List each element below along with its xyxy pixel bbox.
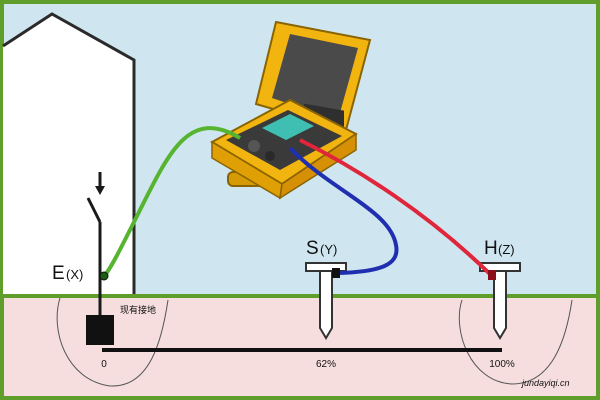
green-lead xyxy=(102,126,242,278)
scale-start-label: 0 xyxy=(101,359,107,370)
s-clip xyxy=(332,268,340,278)
s-electrode-icon xyxy=(305,262,347,340)
e-clip xyxy=(99,271,109,281)
label-existing-ground: 现有接地 xyxy=(120,304,156,315)
switch-icon xyxy=(86,172,105,318)
blue-lead xyxy=(288,146,399,275)
label-s-sub: (Y) xyxy=(320,242,337,257)
influence-zone-right xyxy=(458,299,573,385)
h-electrode-icon xyxy=(479,262,521,340)
label-h-sub: (Z) xyxy=(498,242,515,257)
existing-ground-block xyxy=(86,315,114,345)
label-h: H xyxy=(484,238,498,259)
ground-area xyxy=(3,296,597,397)
h-clip xyxy=(488,270,496,280)
label-e-sub: (X) xyxy=(66,267,83,282)
scale-middle-label: 62% xyxy=(316,359,336,370)
red-lead xyxy=(299,138,494,278)
building-outline-icon xyxy=(2,12,136,294)
scale-end-label: 100% xyxy=(489,359,515,370)
influence-zone-left xyxy=(56,297,169,387)
earth-resistance-tester-icon xyxy=(209,20,372,200)
label-s: S xyxy=(306,238,319,259)
watermark: jundayiqi.cn xyxy=(521,378,570,388)
label-e: E xyxy=(52,263,65,284)
